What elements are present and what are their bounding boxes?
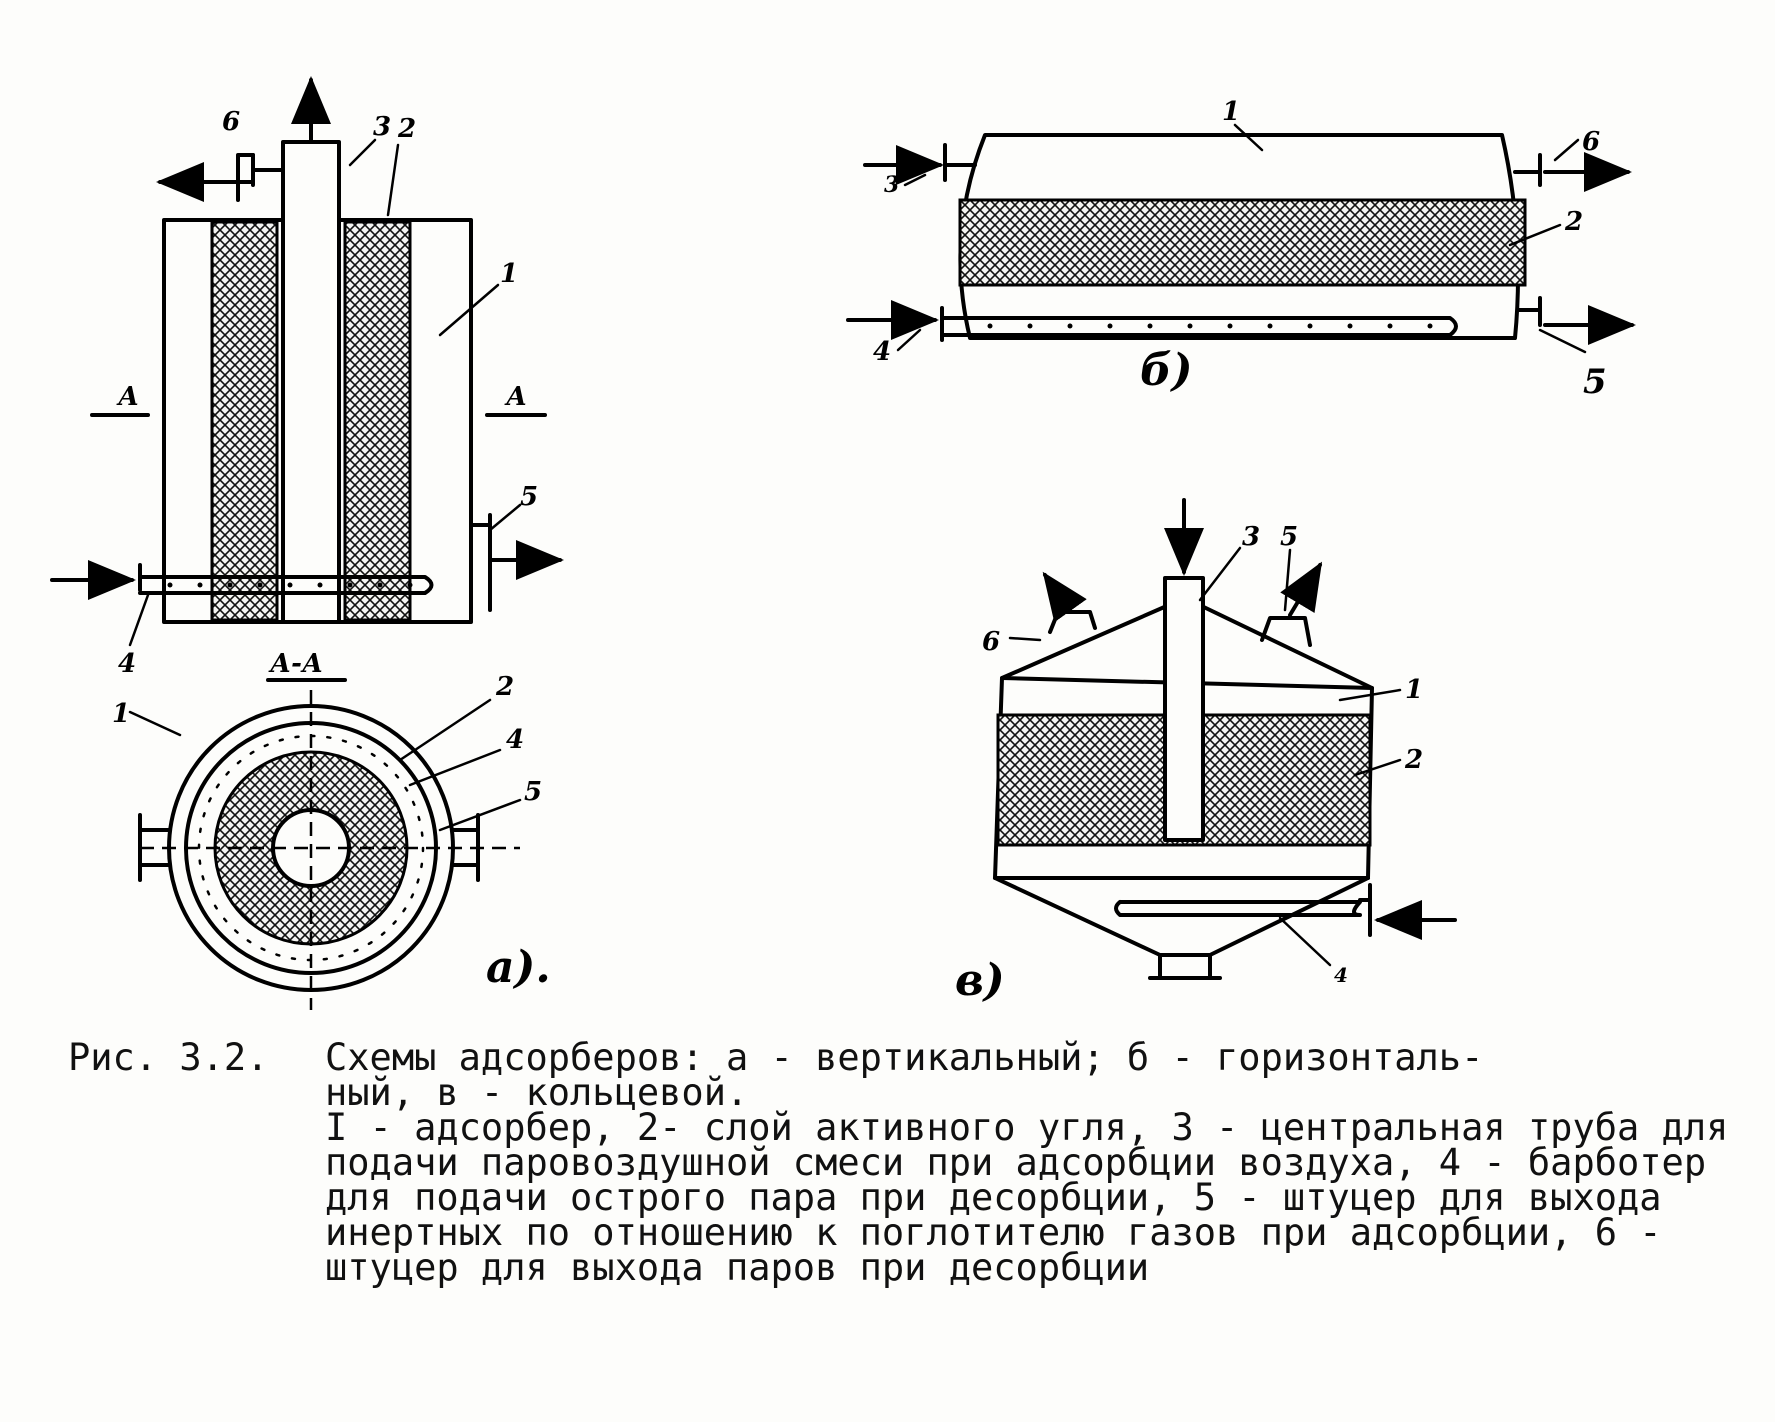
panel-a-callout-5: 5 — [520, 482, 538, 512]
caption-legend: I - адсорбер, 2- слой активного угля, 3 … — [325, 1106, 1729, 1289]
figure-caption: Рис. 3.2. Схемы адсорберов: а - вертикал… — [68, 1036, 1748, 1289]
panel-b-horizontal-adsorber: 1 2 6 3 4 5 б) — [846, 97, 1636, 402]
panel-c-nozzle-5 — [1260, 616, 1312, 647]
panel-b-nozzle-5 — [1516, 296, 1542, 327]
panel-a-nozzle-5 — [469, 513, 492, 612]
panel-a-section-callout-2: 2 — [495, 672, 514, 702]
panel-c-label: в) — [955, 955, 1005, 1006]
panel-b-callout-2: 2 — [1564, 207, 1583, 237]
panel-c-callout-3: 3 — [1242, 522, 1260, 552]
panel-b-callout-6: 6 — [1582, 127, 1600, 157]
panel-c-central-tube — [1163, 576, 1205, 842]
panel-c-annular-adsorber: 3 5 6 1 2 4 в) — [955, 498, 1457, 1006]
panel-a-section-callout-4: 4 — [506, 725, 524, 755]
panel-c-callout-4: 4 — [1334, 963, 1348, 987]
panel-b-callout-5: 5 — [1583, 362, 1607, 402]
panel-c-callout-5: 5 — [1280, 522, 1298, 552]
panel-a-section-mark-left: А — [116, 382, 139, 412]
panel-b-callout-1: 1 — [1222, 97, 1240, 127]
panel-a-carbon-layer-left — [210, 220, 279, 622]
panel-a-callout-4: 4 — [118, 649, 136, 679]
caption-title-line-2: ный, в - кольцевой. — [325, 1071, 749, 1114]
adsorber-schemes-figure: А А 6 3 2 1 5 4 А-А — [50, 76, 1636, 1010]
panel-a-carbon-layer-right — [343, 220, 412, 622]
panel-a-callout-6: 6 — [222, 107, 240, 137]
caption-figure-number: Рис. 3.2. — [68, 1036, 269, 1079]
panel-a-callout-2: 2 — [397, 114, 416, 144]
panel-a-section-title: А-А — [268, 649, 323, 679]
panel-a-section-mark-right: А — [504, 382, 527, 412]
panel-a-bubbler-4 — [138, 563, 434, 595]
panel-c-callout-1: 1 — [1405, 675, 1423, 705]
panel-b-callout-4: 4 — [873, 337, 891, 367]
panel-a-section-callout-5: 5 — [524, 777, 542, 807]
panel-a-nozzle-6 — [251, 153, 285, 187]
panel-c-bubbler-4 — [1114, 883, 1372, 937]
panel-b-callout-3: 3 — [884, 172, 899, 198]
panel-a-vertical-adsorber: А А 6 3 2 1 5 4 А-А — [50, 76, 564, 1010]
panel-a-central-tube — [281, 140, 341, 624]
panel-a-section-callout-1: 1 — [112, 699, 130, 729]
panel-b-bubbler-4 — [940, 306, 1458, 342]
panel-b-nozzle-6 — [1513, 153, 1542, 187]
panel-c-callout-2: 2 — [1404, 745, 1423, 775]
panel-c-nozzle-6 — [1048, 610, 1097, 634]
panel-a-callout-3: 3 — [373, 112, 391, 142]
panel-b-label: б) — [1140, 345, 1193, 396]
panel-c-callout-6: 6 — [982, 627, 1000, 657]
panel-a-label: а). — [486, 942, 551, 993]
caption-title-line-1: Схемы адсорберов: а - вертикальный; б - … — [325, 1036, 1484, 1079]
panel-b-carbon-layer — [958, 198, 1527, 287]
panel-a-callout-1: 1 — [500, 259, 518, 289]
